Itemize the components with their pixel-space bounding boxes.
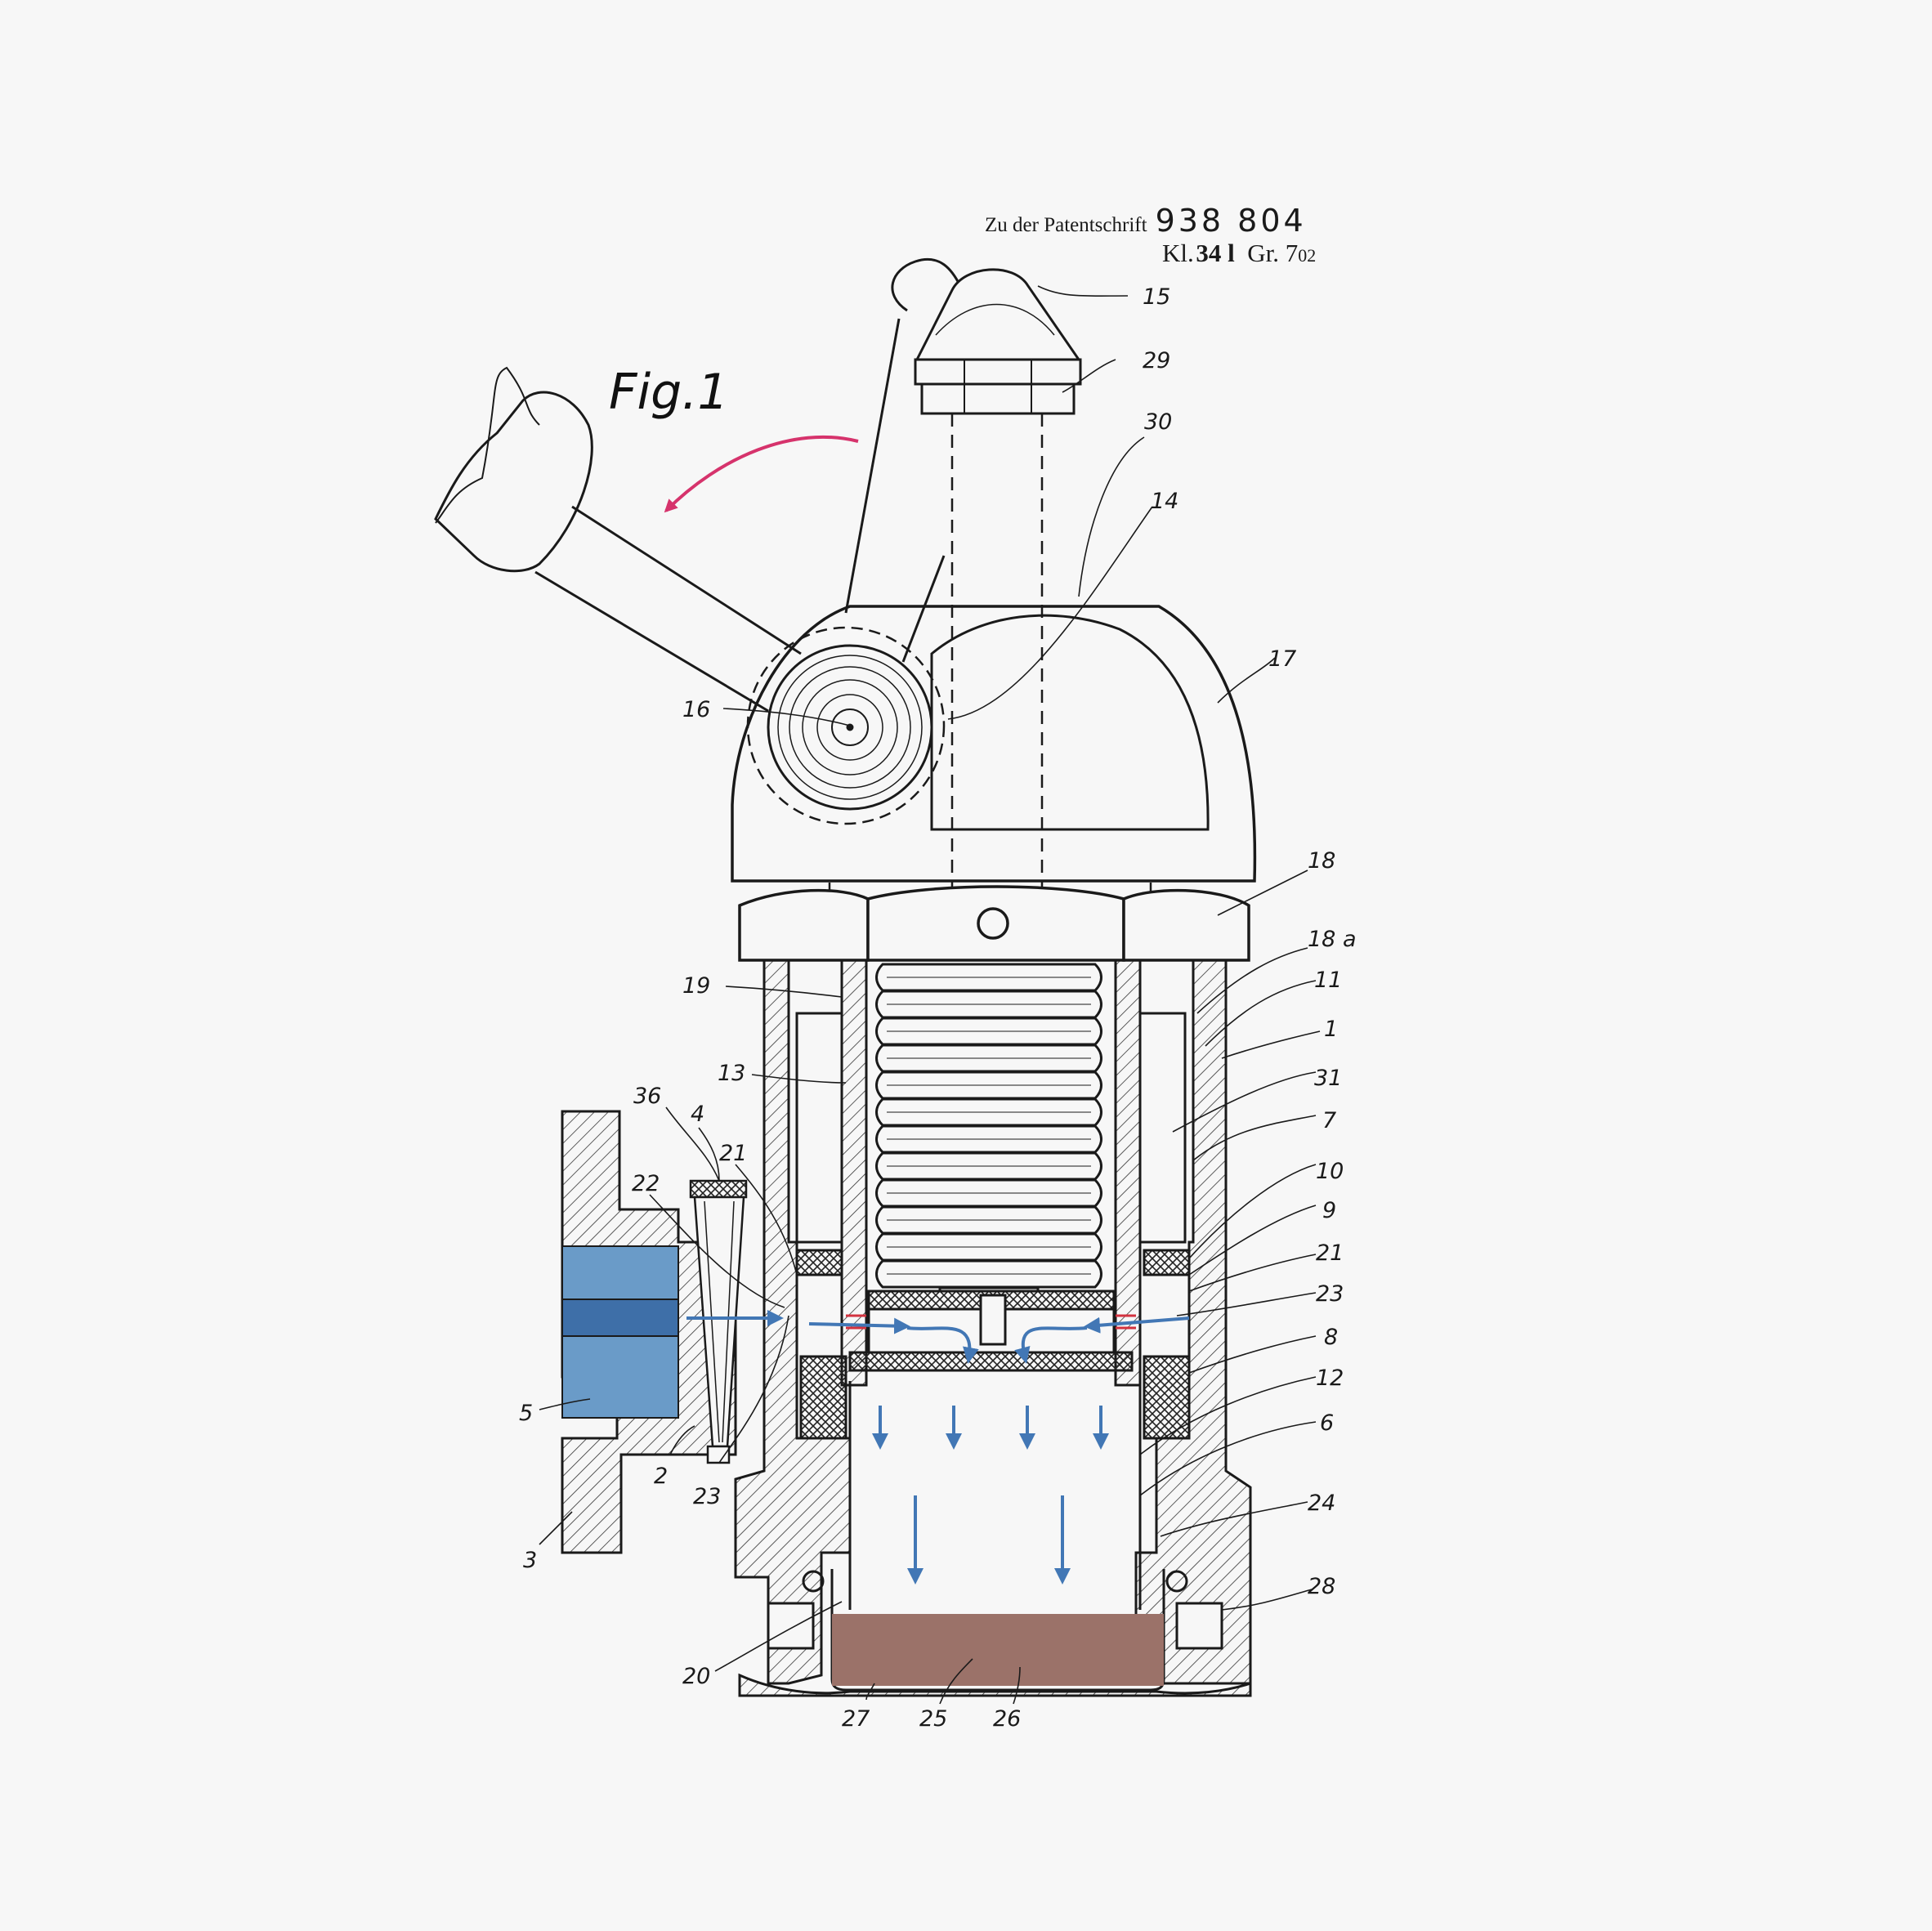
ref-16: 16 bbox=[682, 697, 710, 722]
reference-numerals: 15 29 30 14 17 16 18 18 a 11 1 31 7 10 9… bbox=[519, 284, 1356, 1732]
ref-24: 24 bbox=[1308, 1491, 1335, 1516]
ref-21-right: 21 bbox=[1316, 1240, 1344, 1266]
ref-17: 17 bbox=[1268, 646, 1296, 672]
filter-chamber-6 bbox=[848, 1381, 1142, 1610]
ref-14: 14 bbox=[1151, 489, 1178, 514]
patent-group-sub: 02 bbox=[1298, 245, 1317, 266]
ref-25: 25 bbox=[919, 1706, 947, 1732]
ref-11: 11 bbox=[1314, 968, 1342, 993]
flow-arrows bbox=[686, 1310, 1190, 1585]
inlet-5 bbox=[561, 1245, 679, 1419]
ref-5: 5 bbox=[519, 1401, 533, 1426]
bellows-19 bbox=[875, 963, 1102, 1293]
ref-22: 22 bbox=[632, 1171, 660, 1196]
lever-handle bbox=[434, 366, 802, 713]
ref-4: 4 bbox=[691, 1102, 704, 1127]
ref-6: 6 bbox=[1320, 1410, 1334, 1436]
ref-9: 9 bbox=[1322, 1198, 1336, 1223]
vertical-lever-arm bbox=[844, 257, 962, 663]
patent-number: 938 804 bbox=[1155, 203, 1307, 239]
ref-23-left: 23 bbox=[693, 1484, 721, 1509]
inner-cylinder bbox=[795, 959, 1191, 1440]
patent-header-prefix: Zu der Patentschrift bbox=[985, 214, 1147, 236]
ref-20: 20 bbox=[682, 1664, 710, 1689]
patent-class-value: 34 l bbox=[1196, 239, 1235, 267]
patent-group: Gr. 7 bbox=[1247, 239, 1299, 267]
patent-class-prefix: Kl. bbox=[1162, 239, 1194, 267]
ref-29: 29 bbox=[1143, 348, 1170, 373]
seal-marks bbox=[846, 1314, 1136, 1330]
ref-23-right: 23 bbox=[1316, 1281, 1344, 1307]
ref-36: 36 bbox=[633, 1084, 661, 1109]
rotation-arrow bbox=[664, 435, 859, 513]
ref-8: 8 bbox=[1324, 1325, 1338, 1350]
ref-7: 7 bbox=[1322, 1108, 1336, 1133]
ref-30: 30 bbox=[1144, 409, 1172, 435]
ref-18: 18 bbox=[1308, 848, 1335, 874]
needle-valve-4 bbox=[689, 1179, 748, 1464]
leader-lines bbox=[539, 285, 1321, 1705]
patent-header-line: Zu der Patentschrift 938 804 bbox=[985, 203, 1307, 239]
ref-15: 15 bbox=[1143, 284, 1170, 310]
ref-27: 27 bbox=[842, 1706, 870, 1732]
eccentric-cam-16 bbox=[746, 626, 946, 825]
nut-18 bbox=[738, 885, 1250, 962]
valve-plate bbox=[848, 1290, 1134, 1372]
patent-class-line: Kl. 34 l Gr. 702 bbox=[1162, 239, 1316, 268]
sediment-cup bbox=[767, 1569, 1223, 1692]
ref-1: 1 bbox=[1324, 1017, 1338, 1042]
knob-15 bbox=[914, 268, 1082, 415]
ref-28: 28 bbox=[1308, 1574, 1335, 1599]
housing-dome-17 bbox=[731, 605, 1257, 883]
ref-13: 13 bbox=[718, 1061, 745, 1086]
ref-31: 31 bbox=[1314, 1066, 1342, 1091]
ref-18a: 18 a bbox=[1308, 927, 1356, 952]
ref-12: 12 bbox=[1316, 1366, 1344, 1391]
ref-21-left: 21 bbox=[719, 1141, 747, 1166]
ref-10: 10 bbox=[1316, 1159, 1344, 1184]
ref-26: 26 bbox=[993, 1706, 1021, 1732]
figure-label: Fig.1 bbox=[609, 364, 729, 421]
ref-3: 3 bbox=[523, 1548, 537, 1573]
ref-19: 19 bbox=[682, 973, 710, 999]
ref-2: 2 bbox=[654, 1464, 668, 1489]
